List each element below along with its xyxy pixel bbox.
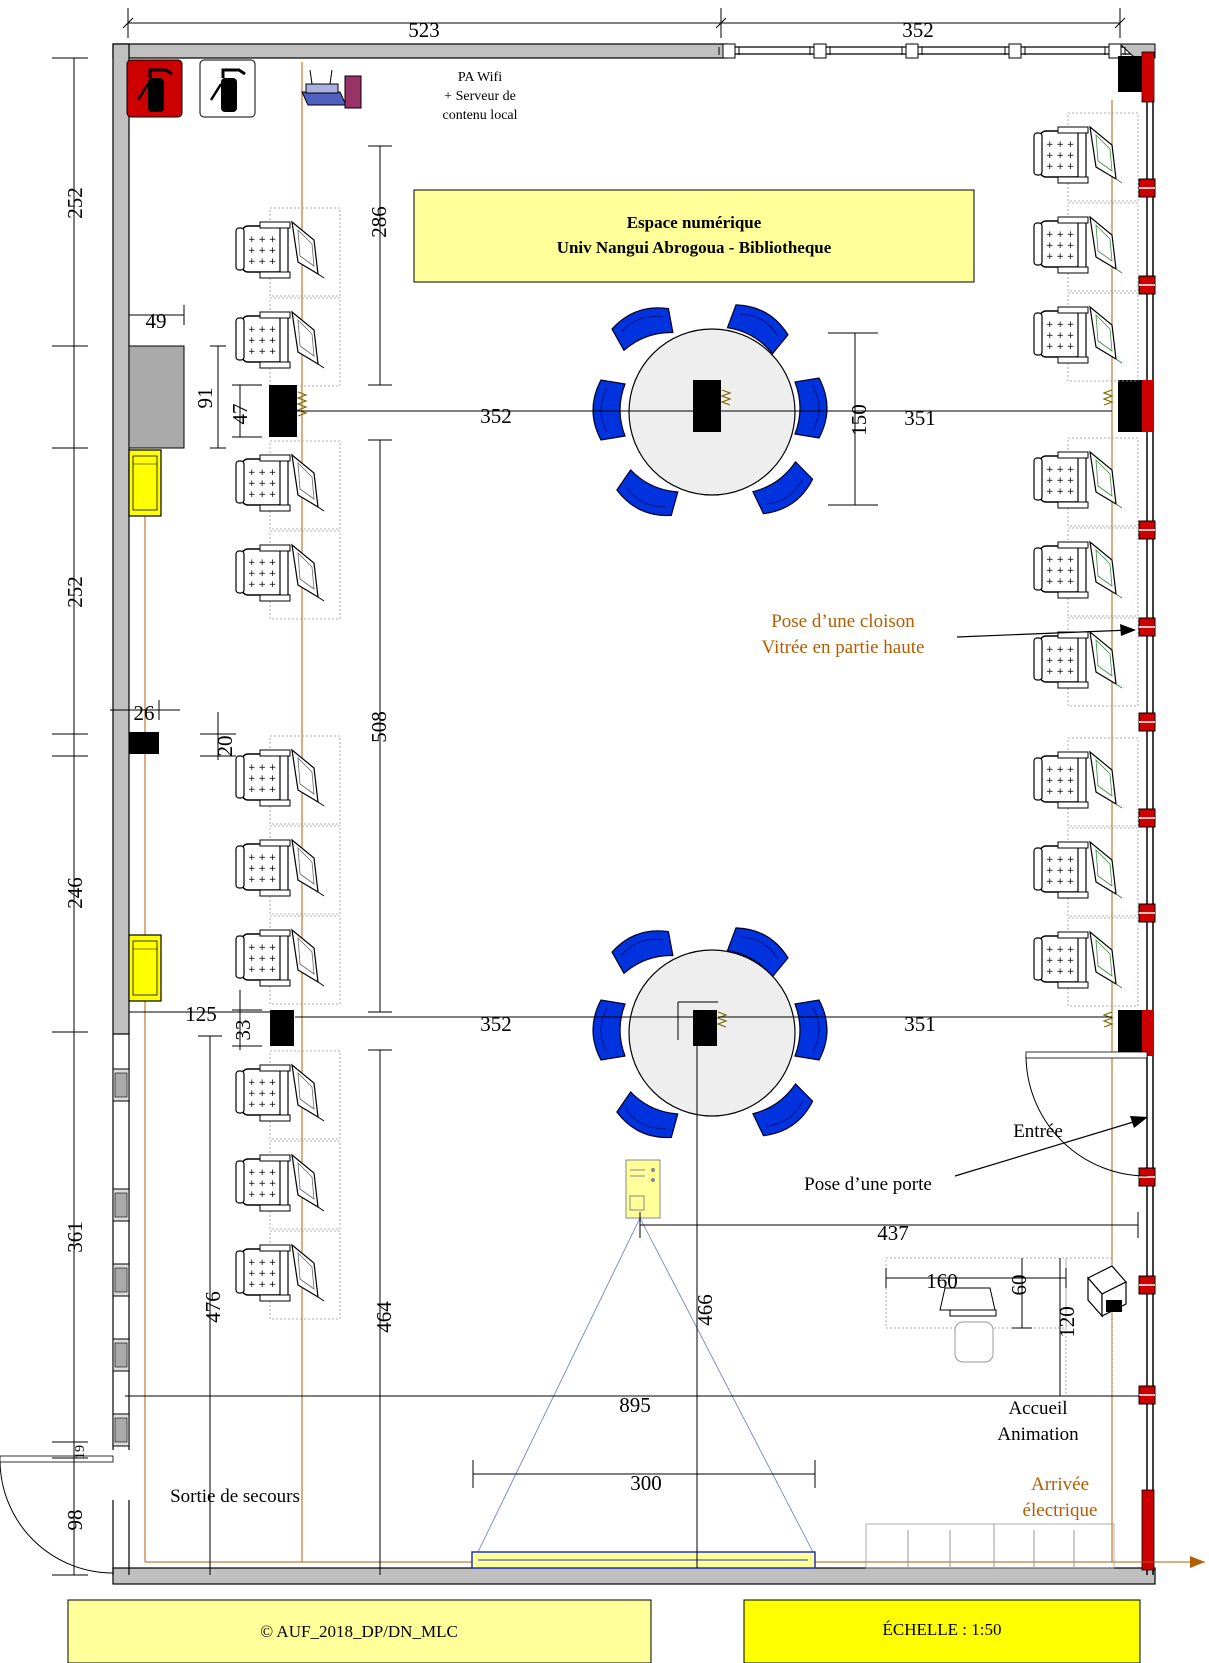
- dim-20: 20: [213, 736, 237, 757]
- printer-icon: [1087, 1265, 1127, 1318]
- dim-300: 300: [630, 1471, 662, 1495]
- left-workstations: [235, 207, 341, 1320]
- entree-label: Entrée: [1013, 1121, 1063, 1142]
- accueil-label-1: Accueil: [1008, 1398, 1067, 1419]
- wifi-label-3: contenu local: [442, 108, 517, 123]
- projector-icon: [625, 1159, 661, 1219]
- dim-508: 508: [367, 711, 391, 743]
- porte-label: Pose d’une porte: [804, 1174, 932, 1195]
- grey-cabinet: [128, 345, 185, 449]
- dim-table1-diameter: 150: [847, 404, 871, 436]
- sortie-label: Sortie de secours: [170, 1486, 300, 1507]
- top-window-posts: [718, 43, 1126, 59]
- dim-left-4: 361: [63, 1221, 87, 1253]
- yellow-cabinet: [128, 449, 162, 517]
- right-workstations: [1033, 112, 1139, 1007]
- dim-286: 286: [367, 206, 391, 238]
- dim-47: 47: [228, 404, 252, 425]
- title-box: Espace numérique Univ Nangui Abrogoua - …: [413, 189, 975, 283]
- dim-476: 476: [201, 1291, 225, 1323]
- dim-120: 120: [1055, 1306, 1079, 1338]
- entrance-door: [1025, 1051, 1148, 1177]
- dim-left-19: 19: [73, 1445, 88, 1459]
- dim-466: 466: [693, 1294, 717, 1326]
- dim-33: 33: [231, 1020, 255, 1041]
- wifi-router-icon: [301, 69, 347, 106]
- dim-table2-left: 352: [480, 1012, 512, 1036]
- arrow-icon: [1130, 1116, 1148, 1128]
- title-line-2: Univ Nangui Abrogoua - Bibliotheque: [557, 238, 832, 257]
- dim-91: 91: [193, 388, 217, 409]
- arrow-icon: [1120, 624, 1136, 636]
- cloison-label-2: Vitrée en partie haute: [762, 637, 925, 658]
- cable-lines: [144, 62, 1205, 1568]
- dim-table1-left: 352: [480, 404, 512, 428]
- bottom-cabinets: [865, 1523, 1115, 1569]
- fire-extinguisher-red-icon: [126, 59, 183, 118]
- arrivee-label-2: électrique: [1023, 1500, 1098, 1521]
- power-box: [269, 385, 297, 437]
- yellow-cabinet: [128, 934, 162, 1002]
- dim-left-2: 252: [63, 576, 87, 608]
- fire-extinguisher-white-icon: [199, 59, 256, 118]
- dim-160: 160: [926, 1269, 958, 1293]
- dim-table2-right: 351: [904, 1012, 936, 1036]
- dim-top-left: 523: [408, 18, 440, 42]
- title-line-1: Espace numérique: [627, 213, 762, 232]
- dim-left-5: 98: [63, 1510, 87, 1531]
- dim-left-3: 246: [63, 877, 87, 909]
- accueil-label-2: Animation: [997, 1424, 1079, 1445]
- dim-464: 464: [372, 1301, 396, 1333]
- emergency-exit-door: [0, 1455, 114, 1574]
- cloison-label-1: Pose d’une cloison: [771, 611, 915, 632]
- dim-top-right: 352: [902, 18, 934, 42]
- wifi-label-1: PA Wifi: [458, 70, 502, 85]
- dim-125: 125: [185, 1002, 217, 1026]
- footer-copyright: © AUF_2018_DP/DN_MLC: [260, 1622, 458, 1641]
- footer-copyright-box: [67, 1599, 652, 1663]
- dim-895: 895: [619, 1393, 651, 1417]
- dim-table1-right: 351: [904, 406, 936, 430]
- dim-437: 437: [877, 1221, 909, 1245]
- server-icon: [344, 75, 362, 109]
- dim-49: 49: [146, 309, 167, 333]
- footer-scale-box: [743, 1599, 1141, 1663]
- dim-left-1: 252: [63, 187, 87, 219]
- arrivee-label-1: Arrivée: [1031, 1474, 1089, 1495]
- dimension-lines: [52, 8, 1140, 1576]
- dim-60: 60: [1007, 1275, 1031, 1296]
- dim-26: 26: [134, 701, 155, 725]
- power-box: [270, 1010, 294, 1046]
- footer-scale: ÉCHELLE : 1:50: [883, 1620, 1002, 1639]
- wifi-label-2: + Serveur de: [444, 89, 516, 104]
- left-window-posts: [112, 1068, 130, 1447]
- walls: [112, 43, 1156, 1585]
- reception-desk: [885, 1257, 1113, 1397]
- pillar-left: [129, 732, 159, 754]
- round-table-1: [592, 297, 828, 524]
- round-table-2: [592, 920, 828, 1146]
